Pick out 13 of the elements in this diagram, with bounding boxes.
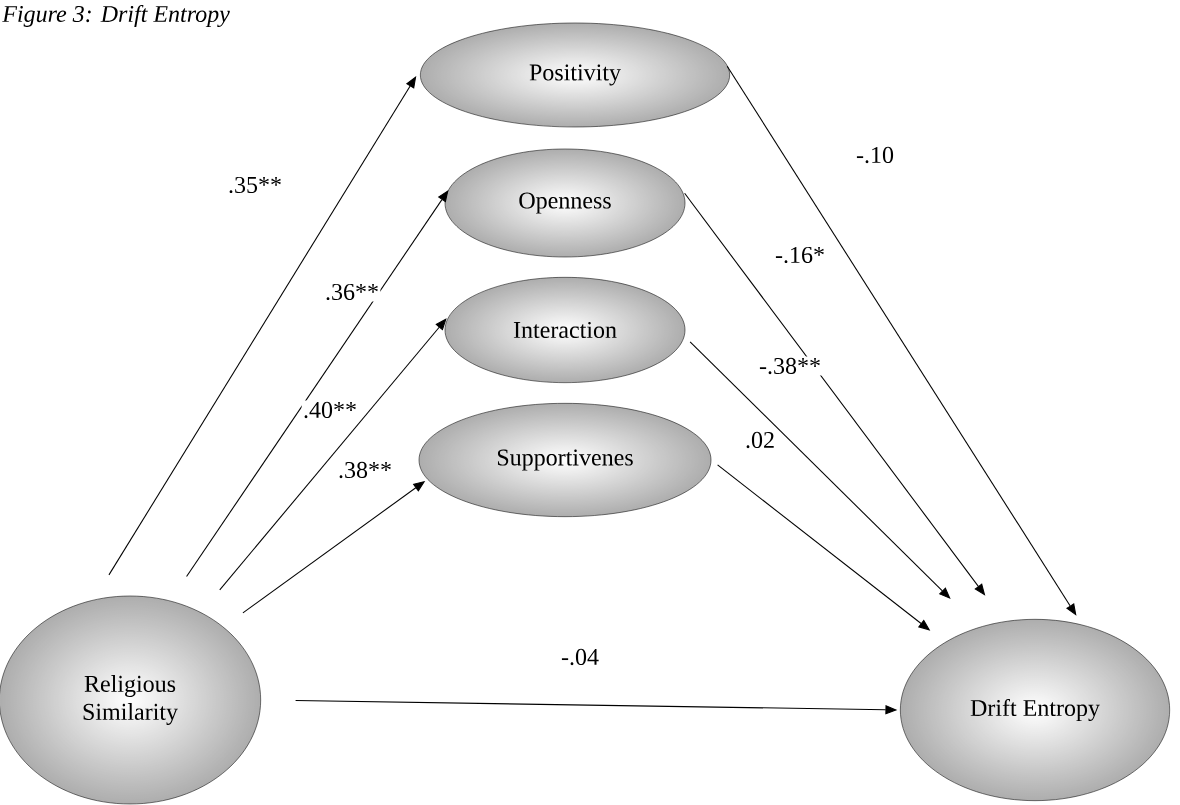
path-coefficient: .35** (226, 175, 284, 195)
path-coefficient: -.16* (773, 245, 827, 265)
path-arrow (219, 318, 447, 591)
path-coefficient: -.10 (854, 145, 896, 165)
figure-title: Figure 3: Drift Entropy (2, 4, 230, 28)
path-coefficient: .36** (323, 282, 381, 302)
path-coefficient: .02 (743, 430, 777, 450)
path-coefficient: .40** (301, 400, 359, 420)
path-coefficient: -.38** (757, 356, 823, 376)
path-arrow (726, 65, 1077, 616)
path-coefficient: -.04 (559, 647, 601, 667)
path-coefficient: .38** (336, 460, 394, 480)
path-arrow (108, 76, 417, 576)
